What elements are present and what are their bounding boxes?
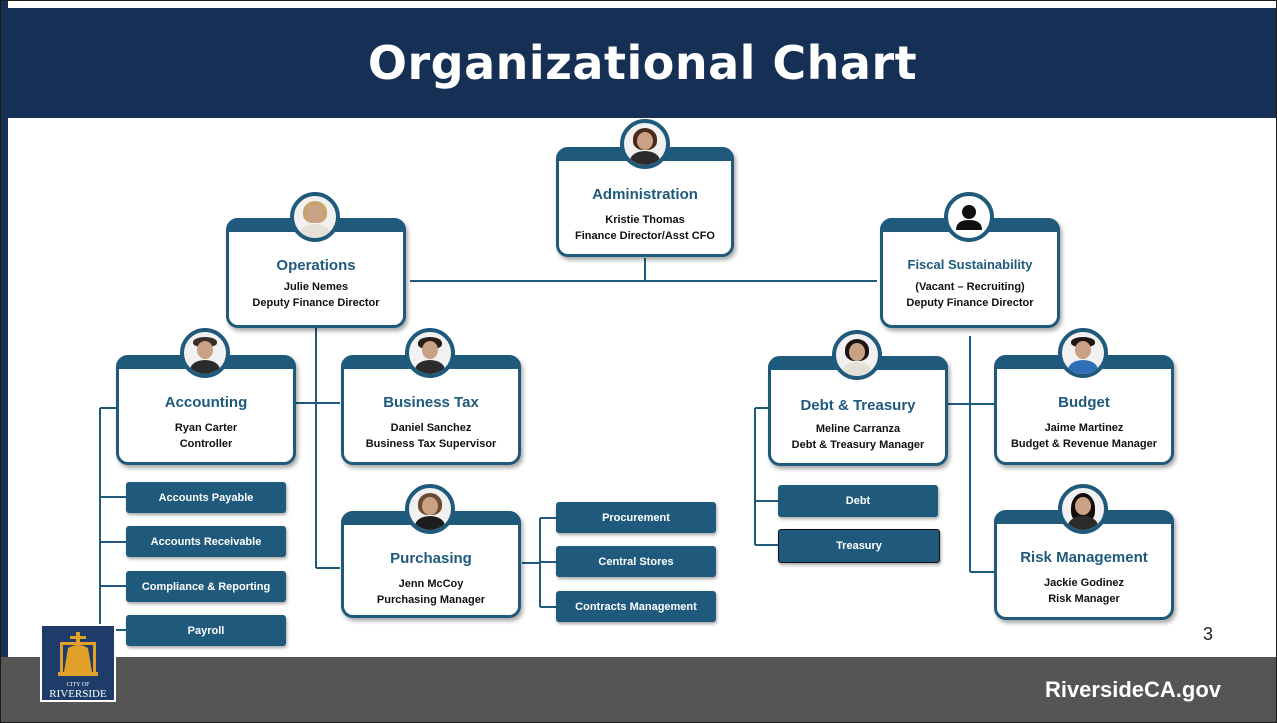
node-role: Finance Director/Asst CFO xyxy=(575,230,715,242)
node-role: Deputy Finance Director xyxy=(906,297,1034,309)
logo-city-name: RIVERSIDE xyxy=(49,688,107,700)
avatar-debt-treasury xyxy=(832,330,882,380)
node-person-name: Jaime Martinez xyxy=(1044,422,1124,434)
node-title: Fiscal Sustainability xyxy=(907,257,1033,272)
node-role: Deputy Finance Director xyxy=(252,297,380,309)
bell-icon xyxy=(58,632,98,676)
node-title: Administration xyxy=(592,186,698,203)
avatar-operations xyxy=(290,192,340,242)
node-person-name: Meline Carranza xyxy=(815,423,901,435)
logo-city-label: CITY OF xyxy=(66,682,90,688)
unit-compliance-reporting: Compliance & Reporting xyxy=(126,571,286,602)
unit-treasury: Treasury xyxy=(778,529,940,563)
unit-procurement: Procurement xyxy=(556,502,716,533)
footer-url: RiversideCA.gov xyxy=(1044,677,1221,702)
footer-bar: RiversideCA.gov xyxy=(0,657,1277,723)
node-person-name: Ryan Carter xyxy=(174,422,238,434)
node-debt-treasury: Debt & Treasury Meline Carranza Debt & T… xyxy=(768,356,948,466)
node-title: Budget xyxy=(1058,394,1110,411)
unit-contracts-management: Contracts Management xyxy=(556,591,716,622)
avatar-budget xyxy=(1058,328,1108,378)
unit-payroll: Payroll xyxy=(126,615,286,646)
node-person-name: Daniel Sanchez xyxy=(390,422,472,434)
node-role: Controller xyxy=(179,438,233,450)
avatar-business-tax xyxy=(405,328,455,378)
avatar-purchasing xyxy=(405,484,455,534)
node-title: Accounting xyxy=(164,394,248,411)
node-title: Debt & Treasury xyxy=(800,397,916,414)
node-person-name: Kristie Thomas xyxy=(605,214,685,226)
node-title: Business Tax xyxy=(383,394,479,411)
unit-accounts-receivable: Accounts Receivable xyxy=(126,526,286,557)
node-person-name: Julie Nemes xyxy=(283,281,349,293)
unit-central-stores: Central Stores xyxy=(556,546,716,577)
avatar-accounting xyxy=(180,328,230,378)
person-silhouette-icon xyxy=(944,192,994,242)
left-accent-bar xyxy=(0,0,8,723)
node-role: Budget & Revenue Manager xyxy=(1010,438,1158,450)
unit-debt: Debt xyxy=(778,485,938,517)
node-title: Risk Management xyxy=(1020,549,1148,566)
node-person-name: Jenn McCoy xyxy=(398,578,464,590)
page-title: Organizational Chart xyxy=(367,36,918,90)
node-role: Risk Manager xyxy=(1048,593,1120,605)
node-person-name: (Vacant – Recruiting) xyxy=(915,281,1025,293)
node-role: Debt & Treasury Manager xyxy=(791,439,925,451)
city-logo: CITY OF RIVERSIDE xyxy=(40,624,116,702)
page-number: 3 xyxy=(1203,624,1214,644)
unit-accounts-payable: Accounts Payable xyxy=(126,482,286,513)
node-title: Purchasing xyxy=(390,550,472,567)
node-role: Purchasing Manager xyxy=(376,594,486,606)
title-banner: Organizational Chart xyxy=(8,8,1277,118)
node-title: Operations xyxy=(276,257,356,274)
avatar-administration xyxy=(620,119,670,169)
node-person-name: Jackie Godinez xyxy=(1043,577,1125,589)
node-role: Business Tax Supervisor xyxy=(365,438,497,450)
avatar-risk-management xyxy=(1058,484,1108,534)
